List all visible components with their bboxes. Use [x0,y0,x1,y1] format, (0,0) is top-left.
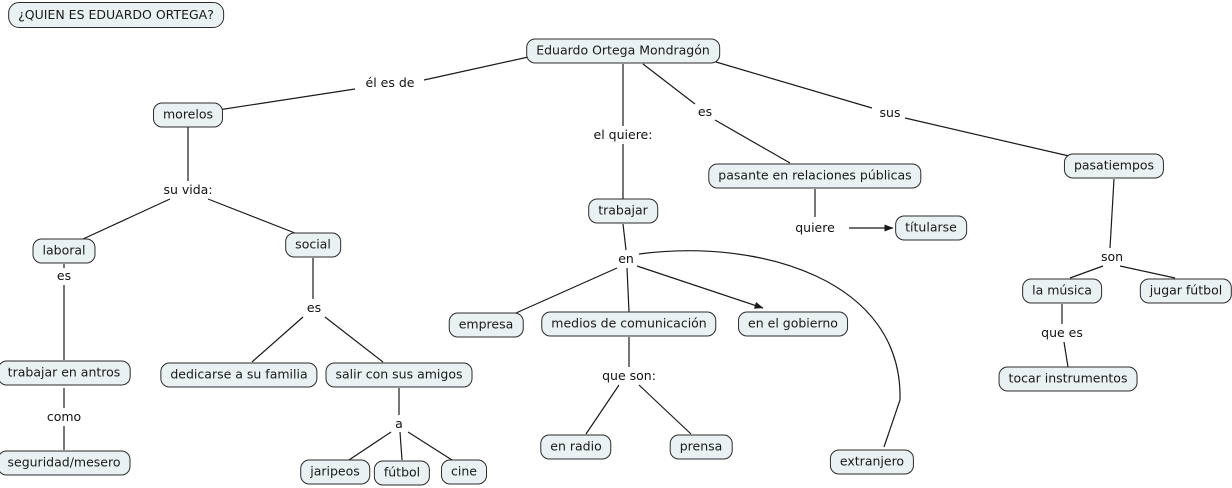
link-label-es-social: es [303,301,325,315]
edge-es-pasante [714,119,791,164]
link-label-son: son [1097,250,1127,264]
edge-a-cine [407,431,453,461]
node-pasante-en-relaciones-publicas[interactable]: pasante en relaciones públicas [708,163,922,189]
node-prensa[interactable]: prensa [669,434,733,460]
link-label-que-es: que es [1038,326,1086,340]
node-pasatiempos[interactable]: pasatiempos [1063,153,1165,179]
edge-elesde-morelos [217,88,356,111]
node-laboral[interactable]: laboral [32,238,96,264]
link-label-como: como [43,410,85,424]
link-label-es-laboral: es [53,269,75,283]
link-label-el-es-de: él es de [362,76,418,90]
edge-root-elesde [423,55,534,81]
node-en-el-gobierno[interactable]: en el gobierno [738,311,848,337]
link-label-en: en [615,252,637,266]
link-label-a: a [392,417,406,431]
edge-a-futbol [399,431,403,461]
node-question-title[interactable]: ¿QUIEN ES EDUARDO ORTEGA? [8,2,224,28]
edge-sus-pasatiempos [904,117,1070,157]
edge-son-lamusica [1069,265,1104,279]
node-empresa[interactable]: empresa [448,312,524,338]
edge-en-gobierno [636,265,764,309]
edge-queson-enradio [585,384,620,435]
link-label-su-vida: su vida: [160,183,216,197]
node-seguridad-mesero[interactable]: seguridad/mesero [0,450,131,476]
link-label-sus: sus [876,106,904,120]
node-futbol[interactable]: fútbol [373,460,431,486]
node-dedicarse-a-su-familia[interactable]: dedicarse a su familia [160,362,318,388]
edge-root-sus [715,61,873,109]
node-en-radio[interactable]: en radio [540,434,612,460]
node-cine[interactable]: cine [441,459,487,485]
edge-en-medios [626,267,630,313]
edge-root-es [642,63,696,105]
node-extranjero[interactable]: extranjero [829,449,915,475]
edge-en-extranjero [638,250,901,448]
node-morelos[interactable]: morelos [152,102,224,128]
node-jugar-futbol[interactable]: jugar fútbol [1139,278,1232,304]
node-eduardo-ortega-mondragon[interactable]: Eduardo Ortega Mondragón [526,38,720,64]
node-titularse[interactable]: títularse [895,215,967,241]
edge-suvida-social [207,198,301,236]
edge-suvida-laboral [82,198,171,240]
node-medios-de-comunicacion[interactable]: medios de comunicación [541,311,717,337]
node-jaripeos[interactable]: jaripeos [300,459,370,485]
edge-a-jaripeos [348,431,392,461]
node-trabajar-en-antros[interactable]: trabajar en antros [0,360,131,386]
edge-trabajar-en [622,223,627,251]
edge-quees-tocar [1063,341,1069,368]
edge-queson-prensa [638,384,692,435]
edge-es-salir [324,316,384,363]
node-trabajar[interactable]: trabajar [588,198,658,224]
link-label-que-son: que son: [599,369,659,383]
node-salir-con-sus-amigos[interactable]: salir con sus amigos [325,362,473,388]
link-label-es-pasante: es [694,105,716,119]
edge-son-jugarfutbol [1119,265,1176,279]
link-label-el-quiere: el quiere: [590,128,656,142]
edge-en-empresa [515,267,618,314]
node-la-musica[interactable]: la música [1022,278,1102,304]
node-tocar-instrumentos[interactable]: tocar instrumentos [998,366,1138,392]
link-label-quiere: quiere [792,221,838,235]
edge-es-dedicarse [251,316,304,363]
node-social[interactable]: social [285,232,341,258]
edge-pasatiempos-son [1109,178,1115,249]
